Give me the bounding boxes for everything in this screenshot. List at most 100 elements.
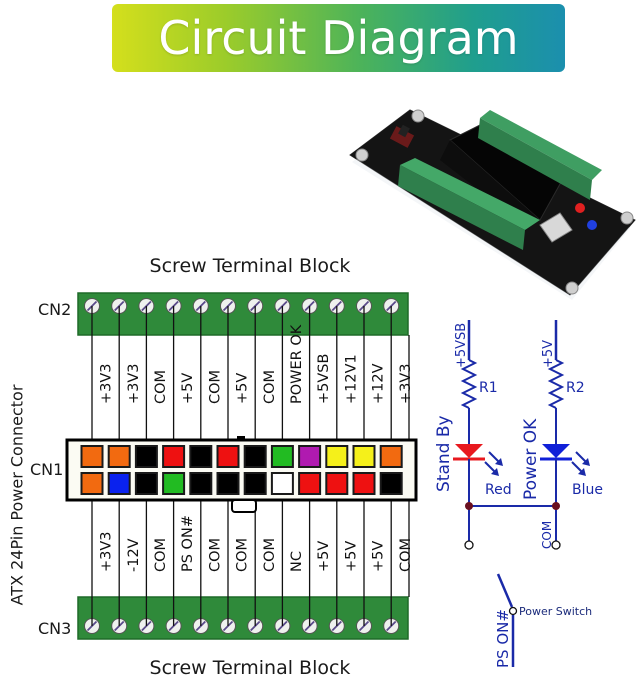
bottom-block-title: Screw Terminal Block xyxy=(149,657,351,679)
cn3-pin-label: COM xyxy=(153,538,169,572)
power-switch-component xyxy=(389,124,415,148)
cn2-pin-labels: +3V3 +3V3 COM +5V COM +5V COM POWER OK +5VSB +12V… xyxy=(99,324,414,404)
cn3-pin-label: PS ON# xyxy=(180,515,196,572)
cn3-pin-labels: +3V3 -12V COM PS ON# COM COM COM NC +5V +5V +5V COM xyxy=(99,515,414,572)
cn2-pin-label: +3V3 xyxy=(126,363,142,404)
pin-bottom-6 xyxy=(216,472,240,495)
pin-top-6 xyxy=(216,445,240,468)
cn3-pin-label: COM xyxy=(235,538,251,572)
cn2-pin-label: +5V xyxy=(235,373,251,404)
pin-bottom-12 xyxy=(379,472,403,495)
connector-key xyxy=(237,436,245,440)
cn2-pin-label: +5V xyxy=(180,373,196,404)
cn3-pin-label: +5V xyxy=(316,541,332,572)
pin-bottom-5 xyxy=(189,472,213,495)
pin-top-7 xyxy=(243,445,267,468)
cn2-pin-label: +3V3 xyxy=(398,363,414,404)
cn2-pin-label: +12V xyxy=(371,363,387,404)
left-name-label: Stand By xyxy=(434,415,454,492)
light-arrow-head xyxy=(582,458,590,466)
usb-port xyxy=(539,212,573,243)
pin-top-4 xyxy=(162,445,186,468)
led-icon xyxy=(542,444,570,458)
pin-bottom-10 xyxy=(325,472,349,495)
cn3-pin-label: -12V xyxy=(126,538,142,572)
cn2-terminal-block xyxy=(77,292,409,336)
terminal-node xyxy=(551,540,561,550)
pin-wires xyxy=(91,306,410,626)
light-arrow-head xyxy=(491,468,499,476)
pin-bottom-8 xyxy=(270,472,294,495)
pin-top-10 xyxy=(325,445,349,468)
cn2-pin-label: +5VSB xyxy=(316,354,332,404)
pin-top-12 xyxy=(379,445,403,468)
pin-bottom-11 xyxy=(352,472,376,495)
pin-bottom-9 xyxy=(298,472,322,495)
cn2-pin-label: COM xyxy=(207,370,223,404)
junction-node xyxy=(465,502,473,510)
light-arrow-head xyxy=(578,468,586,476)
title-banner: Circuit Diagram xyxy=(112,4,565,72)
cn3-pin-label: COM xyxy=(262,538,278,572)
cn2-label: CN2 xyxy=(38,300,72,319)
ps-on-label: PS ON# xyxy=(494,609,512,668)
cn3-pin-label: NC xyxy=(289,551,305,572)
right-resistor-label: R2 xyxy=(566,380,585,396)
resistor-icon xyxy=(460,359,478,409)
cn3-pin-label: +5V xyxy=(371,541,387,572)
pin-bottom-4 xyxy=(162,472,186,495)
switch-contact xyxy=(508,606,518,616)
switch-lever xyxy=(496,573,514,608)
pin-bottom-2 xyxy=(107,472,131,495)
left-resistor-label: R1 xyxy=(479,380,498,396)
pin-top-5 xyxy=(189,445,213,468)
cn3-pin-label: +3V3 xyxy=(99,531,115,572)
cn3-terminal-block xyxy=(77,596,409,640)
cn3-pin-label: +5V xyxy=(343,541,359,572)
cn2-pin-label: +12V1 xyxy=(343,354,359,404)
light-arrow-head xyxy=(495,458,503,466)
terminal-node xyxy=(464,540,474,550)
product-photo xyxy=(349,109,636,300)
terminal-block-body xyxy=(77,292,409,336)
power-switch-label: Power Switch xyxy=(519,605,592,618)
pin-bottom-3 xyxy=(134,472,158,495)
resistor-icon xyxy=(547,359,565,409)
top-block-title: Screw Terminal Block xyxy=(149,255,351,277)
cn2-pin-label: COM xyxy=(262,370,278,404)
cn1-label: CN1 xyxy=(30,460,64,479)
connector-latch xyxy=(231,499,257,513)
status-leds xyxy=(575,203,597,230)
cn3-pin-label: COM xyxy=(398,538,414,572)
left-color-label: Red xyxy=(485,482,512,498)
cn2-pin-label: +3V3 xyxy=(99,363,115,404)
pin-bottom-1 xyxy=(80,472,104,495)
power-switch-circuit: Power Switch PS ON# xyxy=(494,573,592,668)
pin-top-8 xyxy=(270,445,294,468)
cn3-pin-label: COM xyxy=(207,538,223,572)
right-name-label: Power OK xyxy=(521,418,541,500)
pin-top-9 xyxy=(298,445,322,468)
pin-top-11 xyxy=(352,445,376,468)
right-supply-label: +5V xyxy=(541,340,556,368)
cn1-atx-connector xyxy=(65,436,418,513)
terminal-strip-back xyxy=(478,110,602,200)
pin-top-3 xyxy=(134,445,158,468)
pin-top-1 xyxy=(80,445,104,468)
cn3-label: CN3 xyxy=(38,619,72,638)
common-label: COM xyxy=(540,521,554,549)
standoff-screws xyxy=(355,109,634,295)
cn2-pin-label: POWER OK xyxy=(289,324,305,404)
terminal-strip-front xyxy=(398,158,540,250)
cn2-pin-label: COM xyxy=(153,370,169,404)
terminal-block-body xyxy=(77,596,409,640)
left-supply-label: +5VSB xyxy=(454,323,469,368)
right-color-label: Blue xyxy=(572,482,603,498)
led-icon xyxy=(455,444,483,458)
pin-top-2 xyxy=(107,445,131,468)
junction-node xyxy=(552,502,560,510)
